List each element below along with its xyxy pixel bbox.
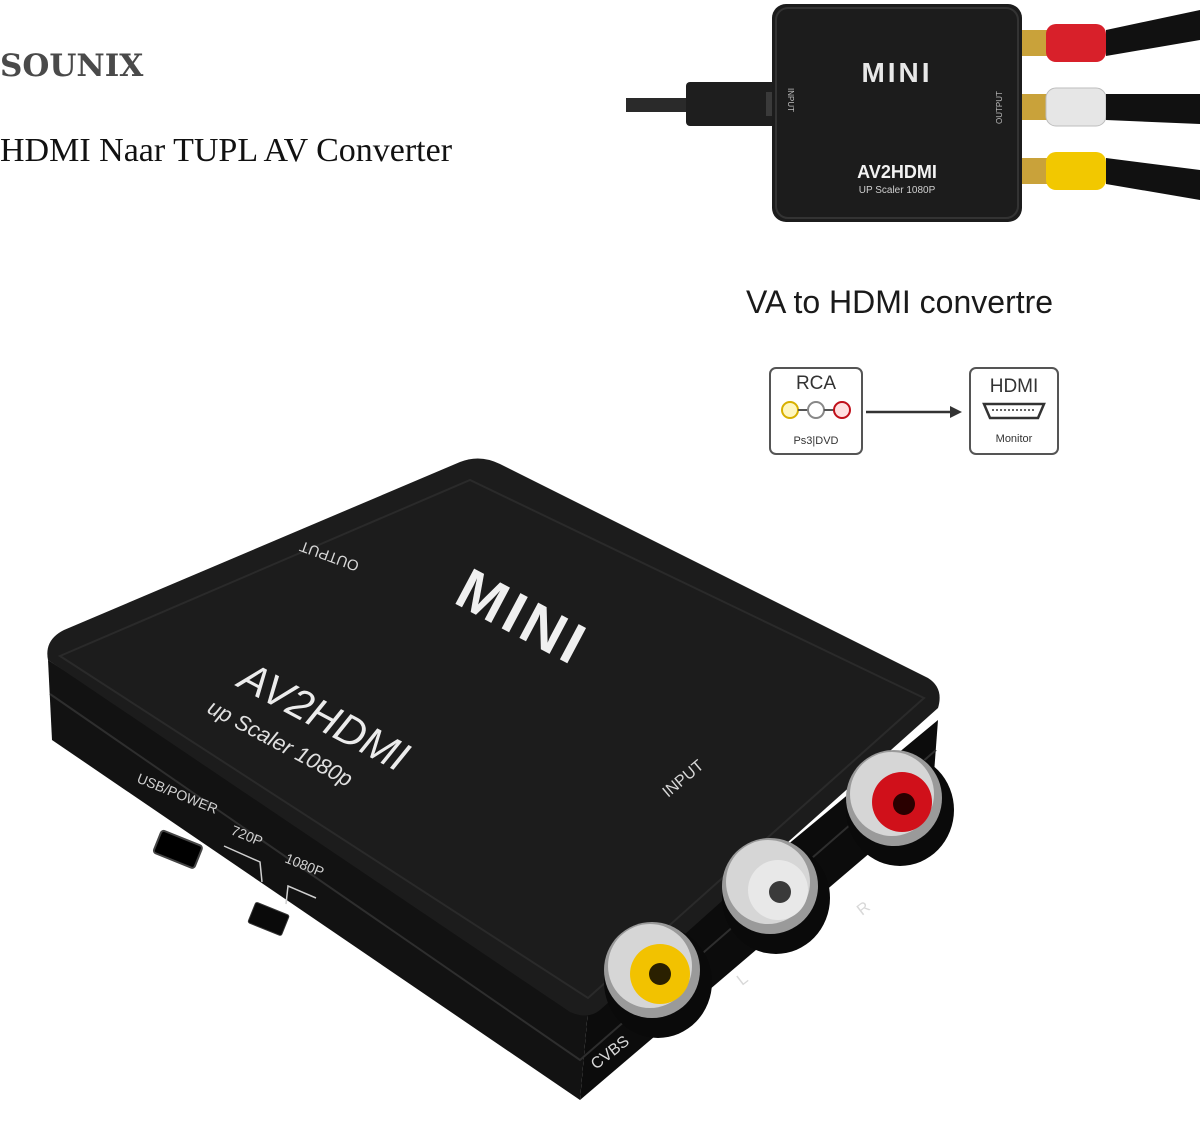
- brand-logo: SOUNIX: [0, 48, 144, 84]
- top-device-body: [772, 4, 1022, 222]
- cvbs-jack[interactable]: [604, 922, 712, 1038]
- right-audio-label: R: [854, 899, 874, 920]
- rca-yellow-dot: [781, 401, 799, 419]
- hdmi-target-title: HDMI: [990, 376, 1039, 397]
- rca-source-sub: Ps3|DVD: [793, 435, 838, 447]
- hdmi-target-box: HDMI Monitor: [969, 367, 1059, 455]
- rca-white-dot: [807, 401, 825, 419]
- hdmi-cable: [626, 98, 696, 112]
- left-audio-jack[interactable]: [722, 838, 830, 954]
- product-title: HDMI Naar TUPL AV Converter: [0, 132, 453, 169]
- top-device-input-label: INPUT: [786, 88, 795, 112]
- top-device-photo: MINI INPUT OUTPUT AV2HDMI UP Scaler 1080…: [626, 4, 1200, 222]
- top-device-mini-label: MINI: [861, 57, 932, 88]
- hdmi-target-sub: Monitor: [996, 433, 1033, 445]
- conversion-diagram: RCA Ps3|DVD HDMI Monitor: [769, 367, 1059, 455]
- right-audio-jack[interactable]: [846, 750, 954, 866]
- rca-source-box: RCA Ps3|DVD: [769, 367, 863, 455]
- rca-cable-white: [1020, 87, 1200, 127]
- converter-caption: VA to HDMI convertre: [746, 284, 1054, 320]
- top-device-output-label: OUTPUT: [995, 91, 1004, 124]
- usb-port: [152, 829, 203, 869]
- hdmi-plug: [686, 82, 778, 126]
- resolution-switch[interactable]: [247, 902, 290, 936]
- rca-source-title: RCA: [796, 373, 836, 394]
- rca-cable-yellow: [1020, 152, 1200, 200]
- main-device-photo: OUTPUT MINI AV2HDMI up Scaler 1080p INPU…: [47, 458, 954, 1100]
- rca-red-dot: [833, 401, 851, 419]
- top-device-model-label: AV2HDMI: [857, 162, 937, 182]
- left-audio-label: L: [734, 970, 752, 989]
- top-device-scaler-label: UP Scaler 1080P: [859, 185, 936, 196]
- conversion-arrow: [866, 406, 962, 418]
- rca-cable-red: [1020, 10, 1200, 62]
- hdmi-port-icon: [982, 402, 1046, 420]
